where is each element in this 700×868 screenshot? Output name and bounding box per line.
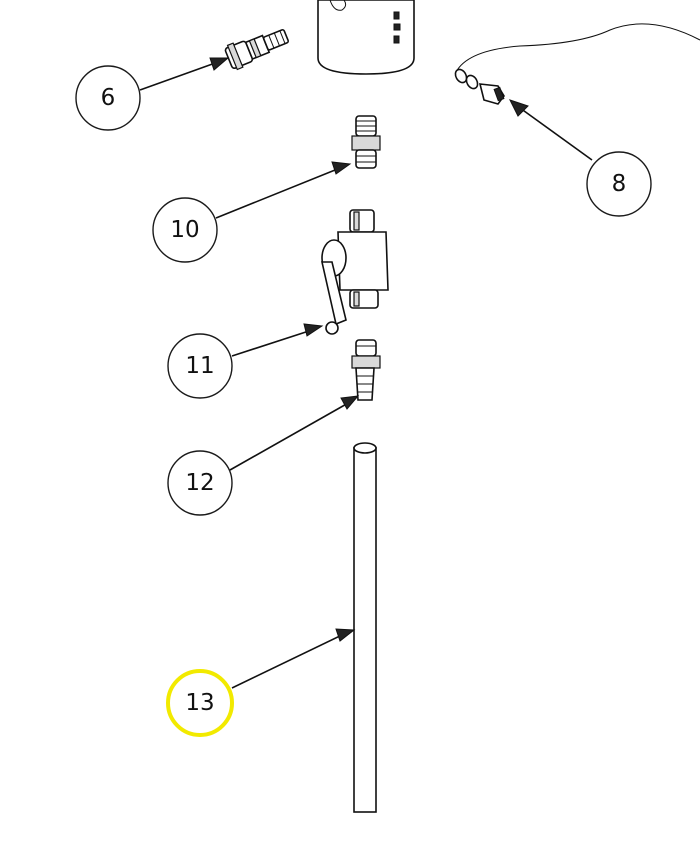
housing-part[interactable]: [317, 0, 415, 75]
hose-barb-fitting-part[interactable]: [351, 339, 381, 401]
callout-10-label: 10: [170, 217, 199, 243]
callout-6-label: 6: [101, 85, 116, 111]
callout-8[interactable]: 8: [586, 151, 652, 217]
dip-tube-part[interactable]: [353, 442, 377, 813]
ball-valve-part[interactable]: [320, 209, 389, 335]
callout-12-label: 12: [185, 470, 214, 496]
callout-10[interactable]: 10: [152, 197, 218, 263]
callout-6[interactable]: 6: [75, 65, 141, 131]
probe-sensor-part[interactable]: [453, 23, 700, 105]
callout-8-label: 8: [612, 171, 627, 197]
callout-11[interactable]: 11: [167, 333, 233, 399]
leader-lines: [139, 57, 593, 689]
callout-13-label: 13: [185, 690, 214, 716]
nipple-fitting-part[interactable]: [351, 115, 381, 169]
callout-13[interactable]: 13: [166, 669, 234, 737]
callout-12[interactable]: 12: [167, 450, 233, 516]
callout-11-label: 11: [185, 353, 214, 379]
quick-connect-fitting-part[interactable]: [224, 24, 291, 71]
